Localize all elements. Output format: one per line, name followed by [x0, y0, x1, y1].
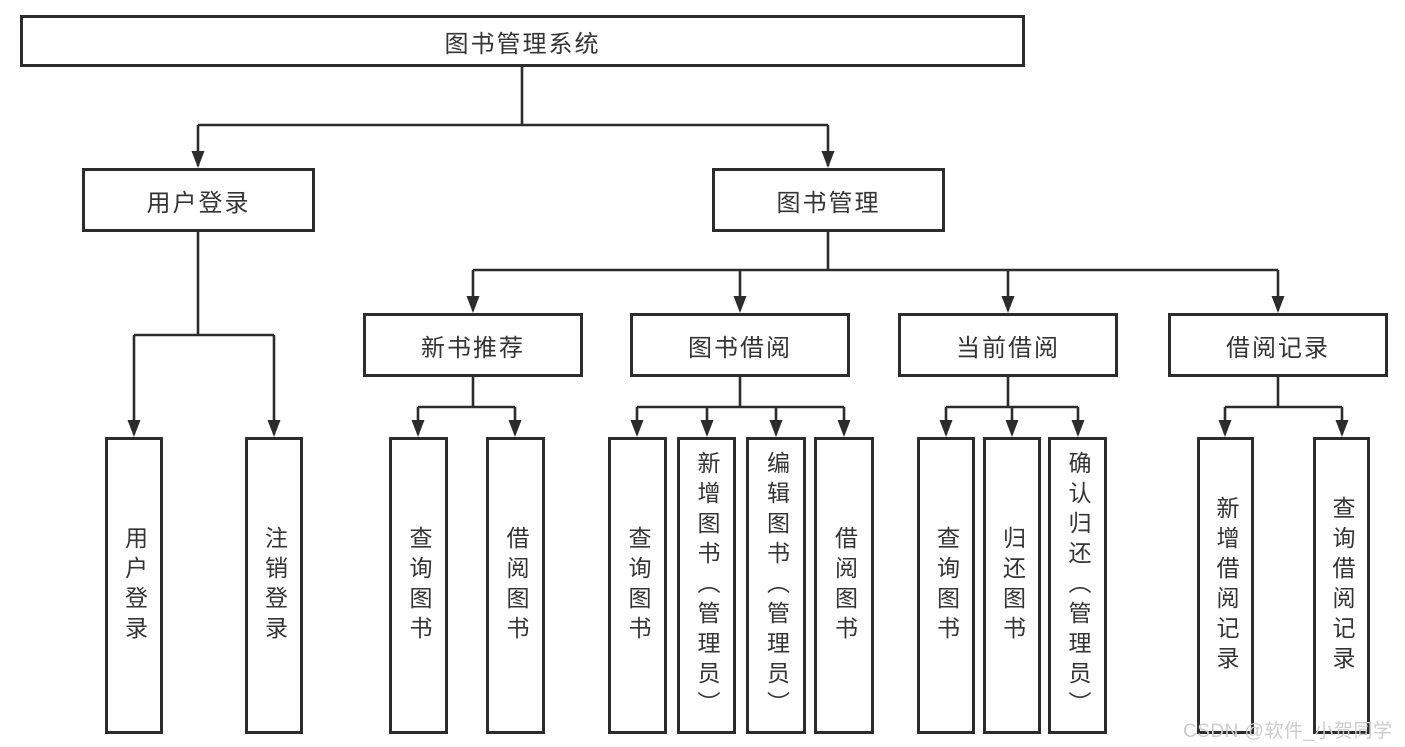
leaf-edit-books-admin-label: 编辑图书（管理员）	[763, 450, 790, 721]
leaf-add-books-admin: 新增图书（管理员）	[677, 437, 736, 734]
leaf-borrow-books: 借阅图书	[814, 437, 874, 734]
arrowheads	[127, 151, 1349, 437]
leaf-add-books-admin-label: 新增图书（管理员）	[694, 450, 720, 721]
leaf-return-books-label: 归还图书	[999, 525, 1026, 646]
leaf-query-books-recommend-label: 查询图书	[406, 525, 432, 646]
node-book-borrow-label: 图书借阅	[688, 334, 792, 362]
node-current-borrow: 当前借阅	[898, 313, 1118, 377]
leaf-user-login-label: 用户登录	[121, 525, 148, 646]
leaf-borrow-books-label: 借阅图书	[831, 525, 858, 646]
node-borrow-records-label: 借阅记录	[1226, 334, 1330, 362]
node-root: 图书管理系统	[20, 15, 1025, 67]
leaf-return-books: 归还图书	[983, 437, 1041, 734]
leaf-query-books-current-label: 查询图书	[933, 525, 960, 646]
watermark: CSDN @软件_小贺同学	[1183, 721, 1393, 742]
leaf-query-books-recommend: 查询图书	[389, 437, 448, 734]
leaf-edit-books-admin: 编辑图书（管理员）	[746, 437, 806, 734]
leaf-confirm-return-admin: 确认归还（管理员）	[1048, 437, 1107, 734]
leaf-query-books-borrow: 查询图书	[608, 437, 667, 734]
leaf-logout-label: 注销登录	[261, 525, 288, 646]
node-book-mgmt-label: 图书管理	[776, 189, 881, 217]
leaf-confirm-return-admin-label: 确认归还（管理员）	[1065, 450, 1091, 721]
node-book-mgmt: 图书管理	[712, 168, 945, 232]
leaf-query-books-current: 查询图书	[917, 437, 975, 734]
leaf-query-borrow-record: 查询借阅记录	[1313, 437, 1370, 734]
node-user-login-label: 用户登录	[146, 189, 251, 217]
leaf-borrow-books-recommend: 借阅图书	[486, 437, 545, 734]
node-new-books: 新书推荐	[363, 313, 583, 377]
leaf-query-borrow-record-label: 查询借阅记录	[1329, 495, 1355, 676]
leaf-add-borrow-record-label: 新增借阅记录	[1213, 495, 1239, 676]
leaf-query-books-borrow-label: 查询图书	[625, 525, 651, 646]
leaf-logout: 注销登录	[245, 437, 303, 734]
node-borrow-records: 借阅记录	[1168, 313, 1388, 377]
leaf-add-borrow-record: 新增借阅记录	[1197, 437, 1254, 734]
node-book-borrow: 图书借阅	[630, 313, 850, 377]
node-new-books-label: 新书推荐	[421, 334, 525, 362]
node-current-borrow-label: 当前借阅	[956, 334, 1060, 362]
leaf-borrow-books-recommend-label: 借阅图书	[503, 525, 529, 646]
node-user-login: 用户登录	[82, 168, 315, 232]
node-root-label: 图书管理系统	[444, 30, 601, 58]
leaf-user-login: 用户登录	[105, 437, 163, 734]
